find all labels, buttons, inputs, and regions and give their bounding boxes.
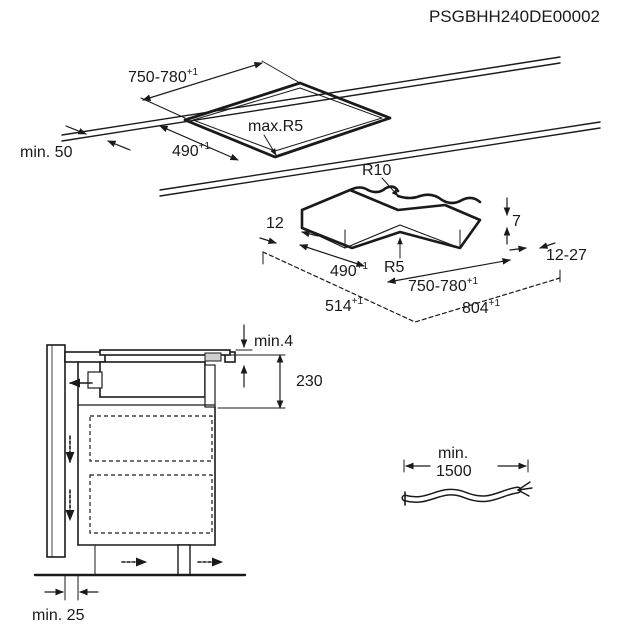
frame-outer-depth-label: 514+1 [325,296,364,315]
cable-wire-1 [517,481,531,491]
document-code: PSGBHH240DE00002 [429,7,600,26]
frame-depth-outer-label: 12 [266,215,284,232]
frame-side-arrow-left [509,245,527,253]
cutout-opening-inner [192,87,383,152]
cutout-width-dimension [142,62,263,101]
frame-side-arrow-right [539,242,556,249]
frame-r10-leader [381,177,399,197]
hob-glass [99,349,231,356]
worktop-cutout-drawing: 750-780+1 max.R5 490+1 min. 50 [20,56,601,197]
cabinet-section-drawing: min.4 230 min. 25 [32,324,323,624]
cable-body [403,488,520,502]
frame-height-label: 7 [512,213,521,230]
edge-min-label: min. 50 [20,144,73,161]
worktop-left [64,351,106,363]
cable-wire-3 [517,489,530,497]
plinth-foot [177,544,191,576]
hob-side-panel [204,364,216,408]
frame-inner-width-label: 750-780+1 [408,276,479,295]
worktop-back-edge [61,56,561,136]
hob-control [204,352,222,362]
frame-depth-outer-arrow-left [259,237,277,244]
cutout-width-extension-left [140,97,186,119]
cutout-depth-dimension [159,125,239,161]
worktop-back-edge-inner [61,62,561,142]
frame-outline [300,188,482,250]
edge-min-arrow-right [107,140,131,151]
cable-min-label: min. [438,445,468,462]
rebate-frame-drawing: R10 12 7 12-27 R5 490+1 750-780+1 514+1 … [259,162,587,323]
frame-outer-footprint [262,251,561,323]
worktop-front-edge-inner [159,127,601,197]
edge-min-arrow-left [65,125,87,135]
frame-side-label: 12-27 [546,247,587,264]
top-gap-label: min.4 [254,333,293,350]
cable-wire-2 [517,487,533,491]
cutout-corner-radius-label: max.R5 [248,118,303,135]
cutout-width-extension-right [261,60,301,84]
hob-outlet [87,371,103,389]
cable-drawing: min. 1500 [401,445,533,506]
drawer-upper [89,415,213,462]
frame-outer-width-label: 804+1 [462,298,501,317]
frame-inner-width-dimension [387,258,511,284]
wall-gap-label: min. 25 [32,607,85,624]
cutout-corner-leader [263,134,277,156]
frame-break-right [396,193,482,205]
frame-depth-outer-arrow-right [301,230,319,238]
cutout-width-label: 750-780+1 [128,67,199,86]
worktop-front-edge [159,121,601,191]
height-label: 230 [296,373,323,390]
cutout-depth-label: 490+1 [172,141,211,160]
drawer-lower [89,474,213,534]
frame-inner-depth-dimension [299,244,365,267]
cable-length-label: 1500 [436,463,472,480]
wall [46,344,66,558]
frame-break-left [348,185,400,194]
frame-inner-depth-label: 490+1 [330,261,369,280]
frame-r10-label: R10 [362,162,391,179]
frame-r5-label: R5 [384,259,405,276]
hob-body [99,361,206,398]
